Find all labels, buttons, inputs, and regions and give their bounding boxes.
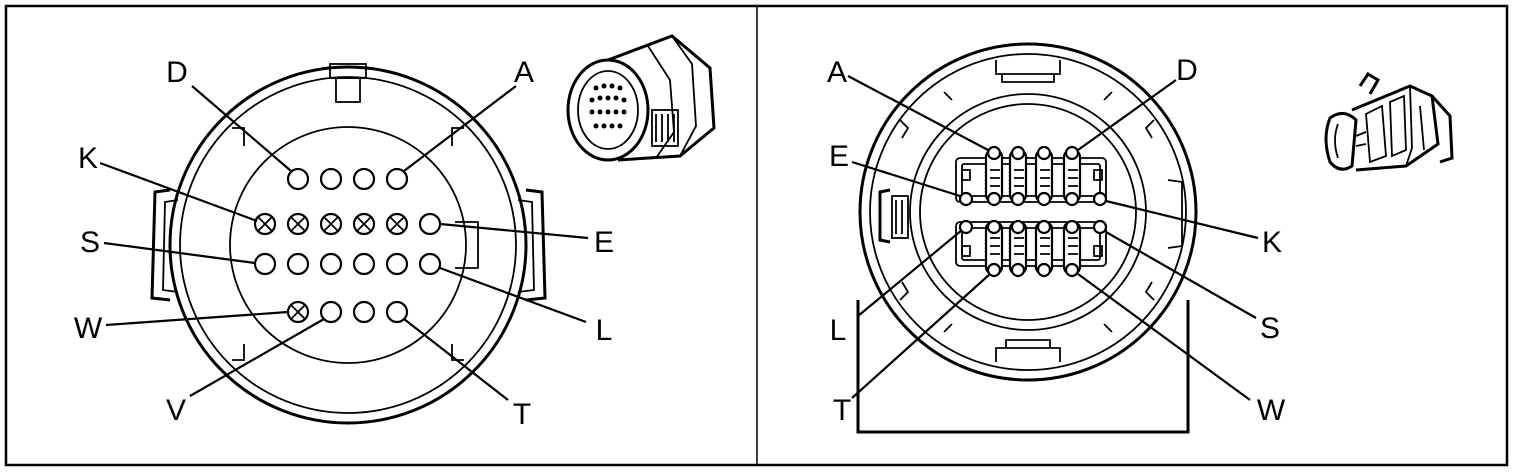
left-label-a: A — [514, 56, 534, 89]
right-terminal-block-lower — [955, 219, 1108, 278]
pin-cavity — [418, 212, 442, 236]
harness-connector-plug-icon — [566, 34, 716, 162]
left-label-l: L — [596, 314, 613, 347]
plugged-cavity-icon — [286, 300, 310, 324]
left-label-d: D — [166, 56, 188, 89]
pin-cavity — [385, 300, 409, 324]
left-leader-lines — [99, 85, 589, 401]
left-pin-grid — [253, 167, 442, 324]
left-label-t: T — [513, 398, 531, 431]
right-label-t: T — [833, 394, 851, 427]
right-label-k: K — [1262, 226, 1282, 259]
right-label-a: A — [827, 56, 847, 89]
left-label-k: K — [78, 142, 98, 175]
right-label-w: W — [1257, 394, 1286, 427]
right-connector-face — [856, 42, 1198, 434]
pin-cavity — [319, 252, 343, 276]
right-label-l: L — [830, 314, 847, 347]
left-connector-face — [150, 63, 547, 425]
pin-cavity — [352, 300, 376, 324]
right-leader-lines — [847, 75, 1259, 401]
left-label-e: E — [594, 226, 614, 259]
pin-cavity — [319, 167, 343, 191]
right-label-e: E — [829, 140, 849, 173]
pin-cavity — [286, 167, 310, 191]
pin-cavity — [319, 300, 343, 324]
right-label-s: S — [1260, 312, 1280, 345]
plugged-cavity-icon — [286, 212, 310, 236]
plugged-cavity-icon — [352, 212, 376, 236]
right-label-d: D — [1176, 54, 1198, 87]
pin-cavity — [352, 252, 376, 276]
pin-cavity — [352, 167, 376, 191]
pin-cavity — [418, 252, 442, 276]
pin-cavity — [385, 167, 409, 191]
pin-cavity — [253, 252, 277, 276]
pin-cavity — [286, 252, 310, 276]
left-label-s: S — [80, 226, 100, 259]
left-label-w: W — [74, 312, 103, 345]
plugged-cavity-icon — [385, 212, 409, 236]
left-label-v: V — [166, 394, 186, 427]
inline-connector-socket-icon — [1324, 71, 1454, 172]
plugged-cavity-icon — [319, 212, 343, 236]
plugged-cavity-icon — [253, 212, 277, 236]
right-terminal-block-upper — [955, 145, 1108, 207]
pin-cavity — [385, 252, 409, 276]
